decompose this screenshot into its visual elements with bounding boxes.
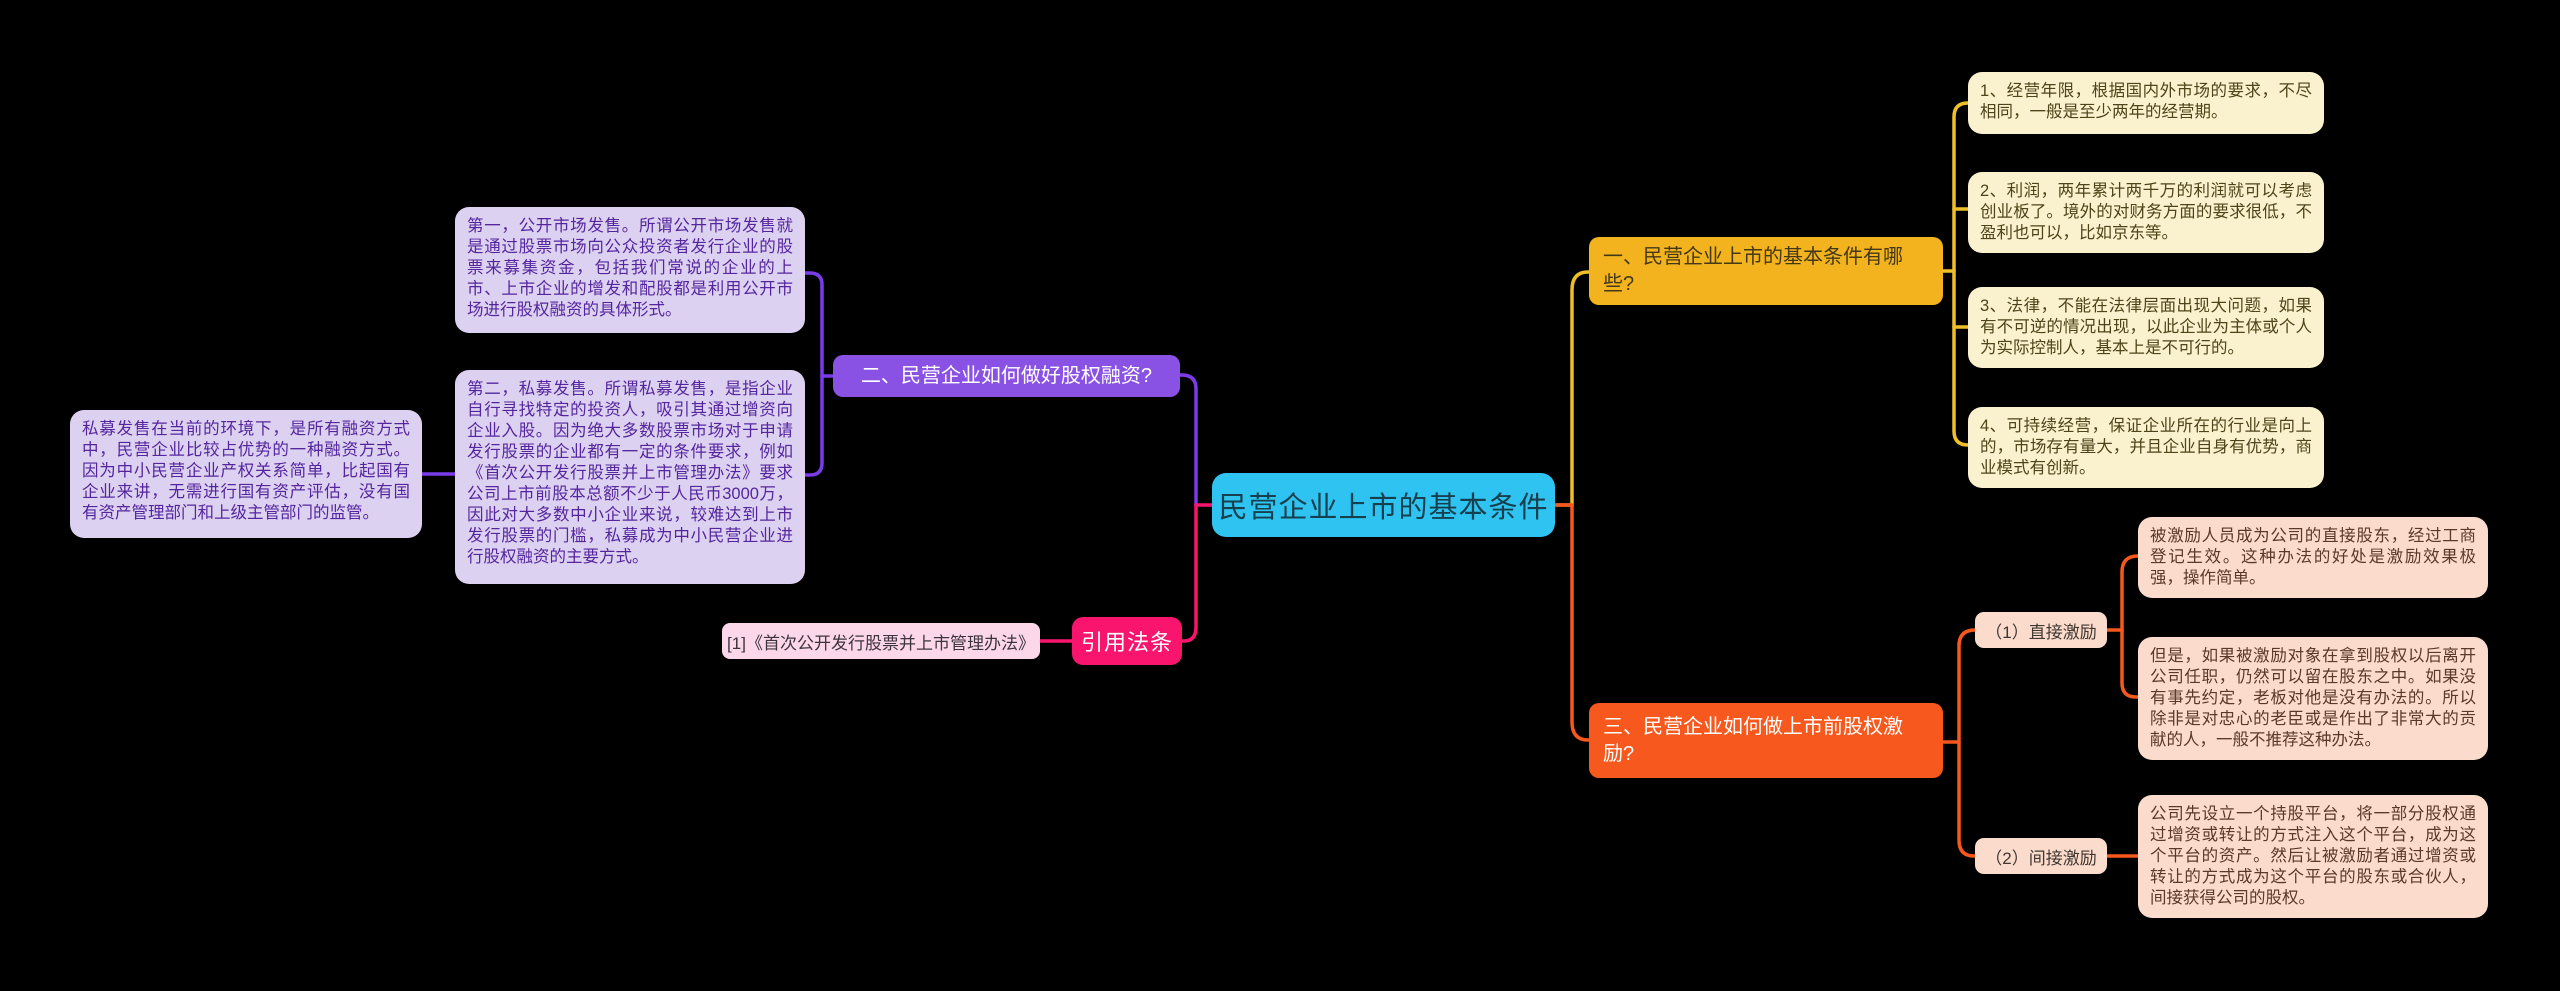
note-public-offering[interactable]: 第一，公开市场发售。所谓公开市场发售就是通过股票市场向公众投资者发行企业的股票来… <box>455 207 805 333</box>
note-condition-operating-years[interactable]: 1、经营年限，根据国内外市场的要求，不尽相同，一般是至少两年的经营期。 <box>1968 72 2324 134</box>
connector-root-to-incentive <box>1554 503 1592 742</box>
connector-direct-bracket <box>2120 554 2140 699</box>
branch-node-citation[interactable]: 引用法条 <box>1072 617 1182 665</box>
note-condition-sustainability[interactable]: 4、可持续经营，保证企业所在的行业是向上的，市场存有量大，并且企业自身有优势，商… <box>1968 407 2324 488</box>
citation-reference-node[interactable]: [1]《首次公开发行股票并上市管理办法》 <box>722 623 1040 659</box>
connector-conditions-bracket <box>1952 101 1970 447</box>
connector-root-to-citation <box>1180 503 1214 643</box>
branch-node-conditions[interactable]: 一、民营企业上市的基本条件有哪些? <box>1589 237 1943 305</box>
note-private-placement[interactable]: 第二，私募发售。所谓私募发售，是指企业自行寻找特定的投资人，吸引其通过增资向企业… <box>455 370 805 584</box>
note-condition-profit[interactable]: 2、利润，两年累计两千万的利润就可以考虑创业板了。境外的对财务方面的要求很低，不… <box>1968 172 2324 253</box>
connector-group-citation <box>1038 503 1214 643</box>
connector-incentive-bracket <box>1957 628 1977 858</box>
node-indirect-incentive[interactable]: （2）间接激励 <box>1975 838 2107 874</box>
note-private-placement-advantage[interactable]: 私募发售在当前的环境下，是所有融资方式中，民营企业比较占优势的一种融资方式。因为… <box>70 410 422 538</box>
connector-group-incentive <box>1554 503 2140 858</box>
connector-root-to-conditions <box>1554 270 1592 507</box>
connector-financing-to-root <box>1178 373 1198 507</box>
note-indirect-incentive-detail[interactable]: 公司先设立一个持股平台，将一部分股权通过增资或转让的方式注入这个平台，成为这个平… <box>2138 795 2488 918</box>
note-direct-incentive-pros[interactable]: 被激励人员成为公司的直接股东，经过工商登记生效。这种办法的好处是激励效果极强，操… <box>2138 517 2488 598</box>
connector-group-conditions <box>1554 101 1970 507</box>
branch-node-financing[interactable]: 二、民营企业如何做好股权融资? <box>833 355 1180 397</box>
note-condition-legal[interactable]: 3、法律，不能在法律层面出现大问题，如果有不可逆的情况出现，以此企业为主体或个人… <box>1968 287 2324 368</box>
connector-financing-bracket <box>803 271 824 477</box>
node-direct-incentive[interactable]: （1）直接激励 <box>1975 612 2107 648</box>
connector-group-financing <box>420 271 1198 507</box>
root-topic-node[interactable]: 民营企业上市的基本条件 <box>1212 473 1555 537</box>
note-direct-incentive-cons[interactable]: 但是，如果被激励对象在拿到股权以后离开公司任职，仍然可以留在股东之中。如果没有事… <box>2138 637 2488 760</box>
branch-node-incentive[interactable]: 三、民营企业如何做上市前股权激励? <box>1589 703 1943 778</box>
